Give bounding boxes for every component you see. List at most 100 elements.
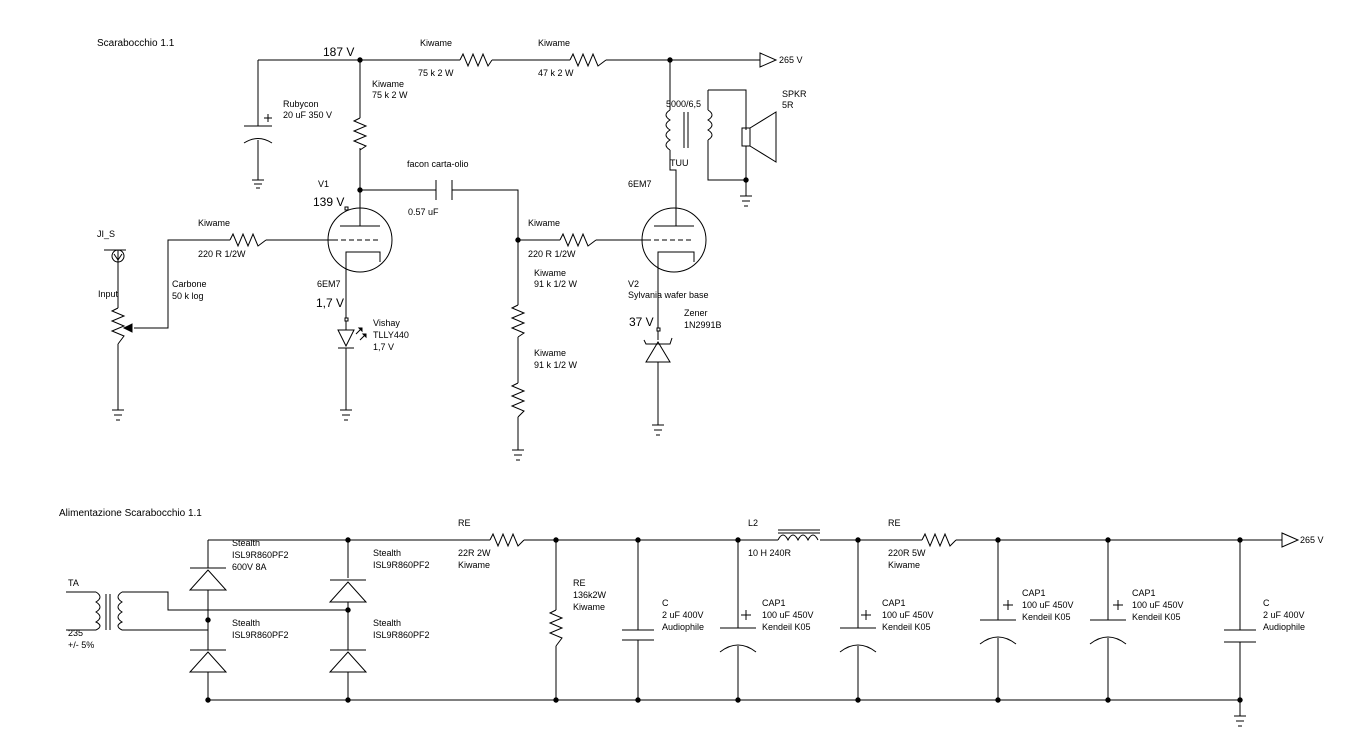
- label-cap4-value: 100 uF 450V: [1132, 600, 1184, 610]
- label-v2-desc: Sylvania wafer base: [628, 290, 709, 300]
- label-rubycon-brand: Rubycon: [283, 99, 319, 109]
- label-d1-brand: Stealth: [232, 538, 260, 548]
- label-v2-cathode-v: 37 V: [629, 315, 654, 329]
- label-c1-brand: Audiophile: [662, 622, 704, 632]
- label-cap3-value: 100 uF 450V: [1022, 600, 1074, 610]
- capacitor-cap2: [839, 610, 877, 653]
- label-265v-psu: 265 V: [1300, 535, 1324, 545]
- resistor-re2: [548, 609, 564, 647]
- label-r-in-brand: Kiwame: [198, 218, 230, 228]
- label-v1-name: V1: [318, 179, 329, 189]
- label-cap4-brand: Kendeil K05: [1132, 612, 1181, 622]
- label-r-grid2-brand: Kiwame: [528, 218, 560, 228]
- label-ta-v: 235: [68, 628, 83, 638]
- resistor-r-top1: [459, 52, 493, 68]
- label-d3-model: ISL9R860PF2: [373, 560, 430, 570]
- label-cap1-brand: Kendeil K05: [762, 622, 811, 632]
- label-v1-type: 6EM7: [317, 279, 341, 289]
- node-markers: [344, 206, 661, 332]
- power-transformer-icon: [94, 591, 124, 631]
- label-led-model: TLLY440: [373, 330, 409, 340]
- label-265v-top: 265 V: [779, 55, 803, 65]
- label-v1-plate-v: 139 V: [313, 195, 344, 209]
- bridge-diode-icons: [188, 567, 368, 673]
- label-re2-brand: Kiwame: [573, 602, 605, 612]
- label-re3-brand: Kiwame: [888, 560, 920, 570]
- label-r-div2-brand: Kiwame: [534, 348, 566, 358]
- zener-diode-icon: [643, 337, 673, 363]
- label-d2-brand: Stealth: [232, 618, 260, 628]
- amp-junctions: [357, 57, 749, 243]
- label-c1-name: C: [662, 598, 669, 608]
- tube-v1-icon: [327, 207, 393, 273]
- resistor-r-in: [229, 232, 267, 248]
- tube-v2-icon: [641, 207, 707, 273]
- label-d1-spec: 600V 8A: [232, 562, 267, 572]
- flag-265v-top: [759, 52, 778, 68]
- resistor-r-grid2: [559, 232, 597, 248]
- capacitor-c1: [622, 629, 654, 641]
- label-ta-tol: +/- 5%: [68, 640, 94, 650]
- capacitor-coupling: [435, 180, 453, 200]
- label-v2-type: 6EM7: [628, 179, 652, 189]
- label-r-grid2-value: 220 R 1/2W: [528, 249, 576, 259]
- label-c2-value: 2 uF 400V: [1263, 610, 1305, 620]
- label-v1-cathode-v: 1,7 V: [316, 296, 344, 310]
- label-re2-value: 136k2W: [573, 590, 607, 600]
- label-re2-name: RE: [573, 578, 586, 588]
- capacitor-cap1: [719, 610, 757, 653]
- label-c1-value: 2 uF 400V: [662, 610, 704, 620]
- label-r-plate-value: 75 k 2 W: [372, 90, 408, 100]
- label-c2-name: C: [1263, 598, 1270, 608]
- label-d1-model: ISL9R860PF2: [232, 550, 289, 560]
- resistor-r-top2: [569, 52, 607, 68]
- ground-symbols: [112, 179, 752, 461]
- label-l2-value: 10 H 240R: [748, 548, 792, 558]
- label-d4-brand: Stealth: [373, 618, 401, 628]
- label-r-plate-brand: Kiwame: [372, 79, 404, 89]
- amp-labels: 187 V 265 V Kiwame 75 k 2 W Kiwame 47 k …: [97, 38, 807, 370]
- label-cap4-name: CAP1: [1132, 588, 1156, 598]
- flag-265v-psu: [1281, 532, 1300, 548]
- capacitor-c2: [1224, 629, 1256, 643]
- label-jack: JI_S: [97, 229, 115, 239]
- label-coupling-value: 0.57 uF: [408, 207, 439, 217]
- label-ot-ratio: 5000/6,5: [666, 99, 701, 109]
- input-jack-icon: [104, 249, 126, 263]
- label-zener-model: 1N2991B: [684, 320, 722, 330]
- label-d3-brand: Stealth: [373, 548, 401, 558]
- resistor-re3: [921, 532, 957, 548]
- resistor-re1: [489, 532, 525, 548]
- label-r-div1-brand: Kiwame: [534, 268, 566, 278]
- label-led-brand: Vishay: [373, 318, 400, 328]
- label-led-v: 1,7 V: [373, 342, 394, 352]
- label-cap2-brand: Kendeil K05: [882, 622, 931, 632]
- label-ot-brand: TUU: [670, 158, 689, 168]
- label-cap3-name: CAP1: [1022, 588, 1046, 598]
- psu-wiring: [66, 539, 1282, 716]
- psu-title: Alimentazione Scarabocchio 1.1: [59, 508, 202, 519]
- label-cap1-value: 100 uF 450V: [762, 610, 814, 620]
- capacitor-rubycon: [243, 114, 273, 144]
- label-r-div2-value: 91 k 1/2 W: [534, 360, 578, 370]
- label-cap2-value: 100 uF 450V: [882, 610, 934, 620]
- amp-title: Scarabocchio 1.1: [97, 38, 175, 49]
- label-r-div1-value: 91 k 1/2 W: [534, 279, 578, 289]
- resistor-r-plate: [352, 117, 368, 151]
- label-187v: 187 V: [323, 45, 354, 59]
- label-cap2-name: CAP1: [882, 598, 906, 608]
- capacitor-cap4: [1089, 600, 1127, 645]
- label-r-top1-value: 75 k 2 W: [418, 68, 454, 78]
- label-l2-name: L2: [748, 518, 758, 528]
- label-zener: Zener: [684, 308, 708, 318]
- led-vishay-icon: [337, 327, 367, 349]
- label-pot-brand: Carbone: [172, 279, 207, 289]
- label-re3-value: 220R 5W: [888, 548, 926, 558]
- label-r-top1-brand: Kiwame: [420, 38, 452, 48]
- label-r-top2-value: 47 k 2 W: [538, 68, 574, 78]
- label-r-in-value: 220 R 1/2W: [198, 249, 246, 259]
- label-re1-value: 22R 2W: [458, 548, 491, 558]
- psu-labels: TA 235 +/- 5% Stealth ISL9R860PF2 600V 8…: [68, 518, 1324, 650]
